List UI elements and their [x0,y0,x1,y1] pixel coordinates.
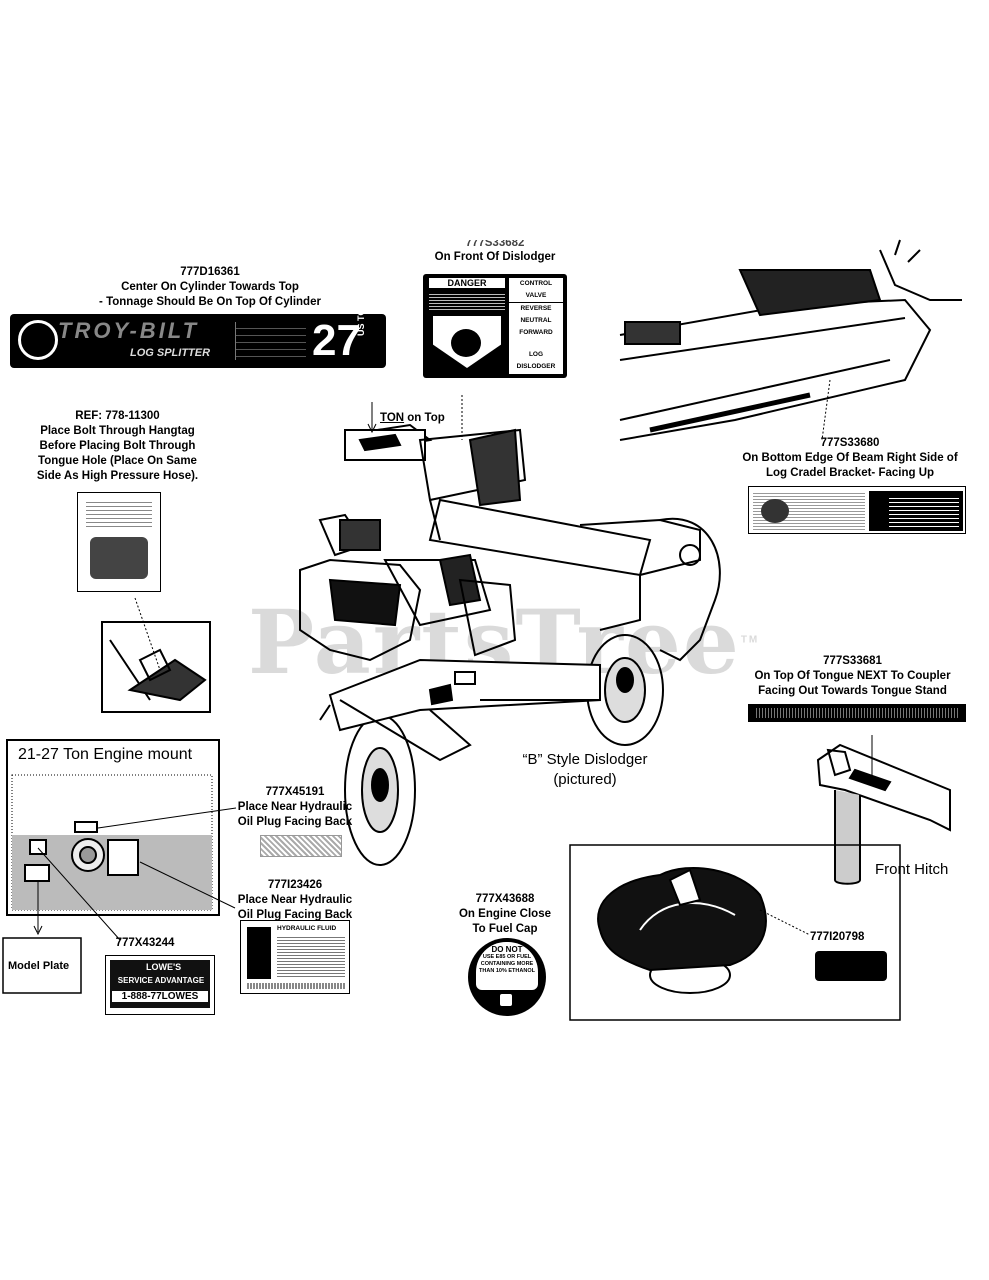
callout-777i20798: 777I20798 [810,930,890,945]
placement-note: On Top Of Tongue NEXT To Coupler [754,670,951,682]
part-number: 777S33682 [465,240,525,249]
lowes-brand: LOWE'S [146,962,182,972]
control-valve-title: CONTROL VALVE [509,278,563,303]
danger-header: DANGER [429,278,505,288]
placement-note: On Front Of Dislodger [434,251,556,263]
hydraulic-fluid-decal: HYDRAULIC FLUID [240,920,350,994]
on-top-text: on Top [404,412,445,424]
placement-note: Place Near Hydraulic [237,801,353,813]
fuel-line-3: CONTAINING MORE [480,961,534,967]
placement-note: Center On Cylinder Towards Top [121,281,299,293]
forward-label: FORWARD [519,329,553,336]
part-number: 777S33681 [823,655,882,667]
placement-note: - Tonnage Should Be On Top Of Cylinder [99,296,321,308]
placement-note: Tongue Hole (Place On Same [38,455,197,467]
placement-note: Place Bolt Through Hangtag [40,425,195,437]
callout-777s33681: 777S33681 On Top Of Tongue NEXT To Coupl… [745,654,960,699]
callout-777x43244: 777X43244 [100,936,190,951]
fuel-line-1: DO NOT [491,945,523,954]
part-number: REF: 778-11300 [75,410,160,422]
placement-note: On Engine Close [458,908,551,920]
callout-777x43688: 777X43688 On Engine Close To Fuel Cap [445,892,565,937]
callout-ton-on-top: TON on Top [380,411,445,426]
callout-777s33682: 777S33682 On Front Of Dislodger [415,240,575,265]
black-engine-decal [815,951,887,981]
callout-ref-778-11300: REF: 778-11300 Place Bolt Through Hangta… [25,409,210,484]
part-number: 777D16361 [180,266,240,278]
danger-control-valve-decal: DANGER CONTROL VALVE REVERSE NEUTRAL FOR… [423,274,567,378]
sub-brand-text: LOG SPLITTER [130,347,211,359]
part-number: 777I20798 [810,931,865,943]
part-number: 777S33680 [820,437,880,449]
beam-warning-decal [748,486,966,534]
lowes-phone: 1-888-77LOWES [112,991,208,1002]
callout-777x45191: 777X45191 Place Near Hydraulic Oil Plug … [230,785,360,830]
part-number: 777I23426 [267,879,323,891]
dislodger-style: “B” Style Dislodger [522,751,648,768]
part-number: 777X43688 [475,893,535,905]
callout-777s33680: 777S33680 On Bottom Edge Of Beam Right S… [735,436,965,481]
placement-note: Oil Plug Facing Back [237,909,353,921]
callout-777i23426: 777I23426 Place Near Hydraulic Oil Plug … [230,878,360,923]
lowes-service-decal: LOWE'S SERVICE ADVANTAGE 1-888-77LOWES [105,955,215,1015]
tonnage-number: 27 [312,316,361,365]
placement-note: To Fuel Cap [472,923,538,935]
dislodger-note: (pictured) [553,771,617,788]
service-advantage: SERVICE ADVANTAGE [117,976,205,985]
placement-note: Place Near Hydraulic [237,894,353,906]
engine-mount-title: 21-27 Ton Engine mount [18,746,193,763]
placement-note: Facing Out Towards Tongue Stand [758,685,947,697]
oil-plug-decal [260,835,342,857]
fuel-line-2: USE E85 OR FUEL [482,954,532,960]
neutral-label: NEUTRAL [520,317,552,324]
tonnage-unit: US TON [356,314,366,336]
callout-777d16361: 777D16361 Center On Cylinder Towards Top… [90,265,330,310]
placement-note: On Bottom Edge Of Beam Right Side of [742,452,958,464]
tongue-strip-decal [748,704,966,722]
part-number: 777X45191 [265,786,325,798]
fuel-line-4: THAN 10% ETHANOL [479,968,535,974]
trademark-mark: TM [740,634,760,646]
ton-word: TON [380,412,405,424]
reverse-label: REVERSE [520,305,552,312]
fuel-warning-decal: DO NOT USE E85 OR FUEL CONTAINING MORE T… [468,938,546,1016]
front-hitch-label: Front Hitch [875,861,949,878]
log-dislodger-label: LOG DISLODGER [516,351,556,370]
brand-text: TROY-BILT [58,318,200,343]
hydraulic-fluid-title: HYDRAULIC FLUID [277,925,337,932]
dislodger-label: “B” Style Dislodger (pictured) [510,750,660,790]
placement-note: Log Cradel Bracket- Facing Up [765,467,935,479]
part-number: 777X43244 [115,937,175,949]
placement-note: Before Placing Bolt Through [39,440,196,452]
hangtag-decal [77,492,161,592]
troy-bilt-tonnage-decal: TROY-BILT LOG SPLITTER 27 US TON [10,314,386,368]
placement-note: Oil Plug Facing Back [237,816,353,828]
placement-note: Side As High Pressure Hose). [36,470,199,482]
model-plate-label: Model Plate [8,960,70,972]
